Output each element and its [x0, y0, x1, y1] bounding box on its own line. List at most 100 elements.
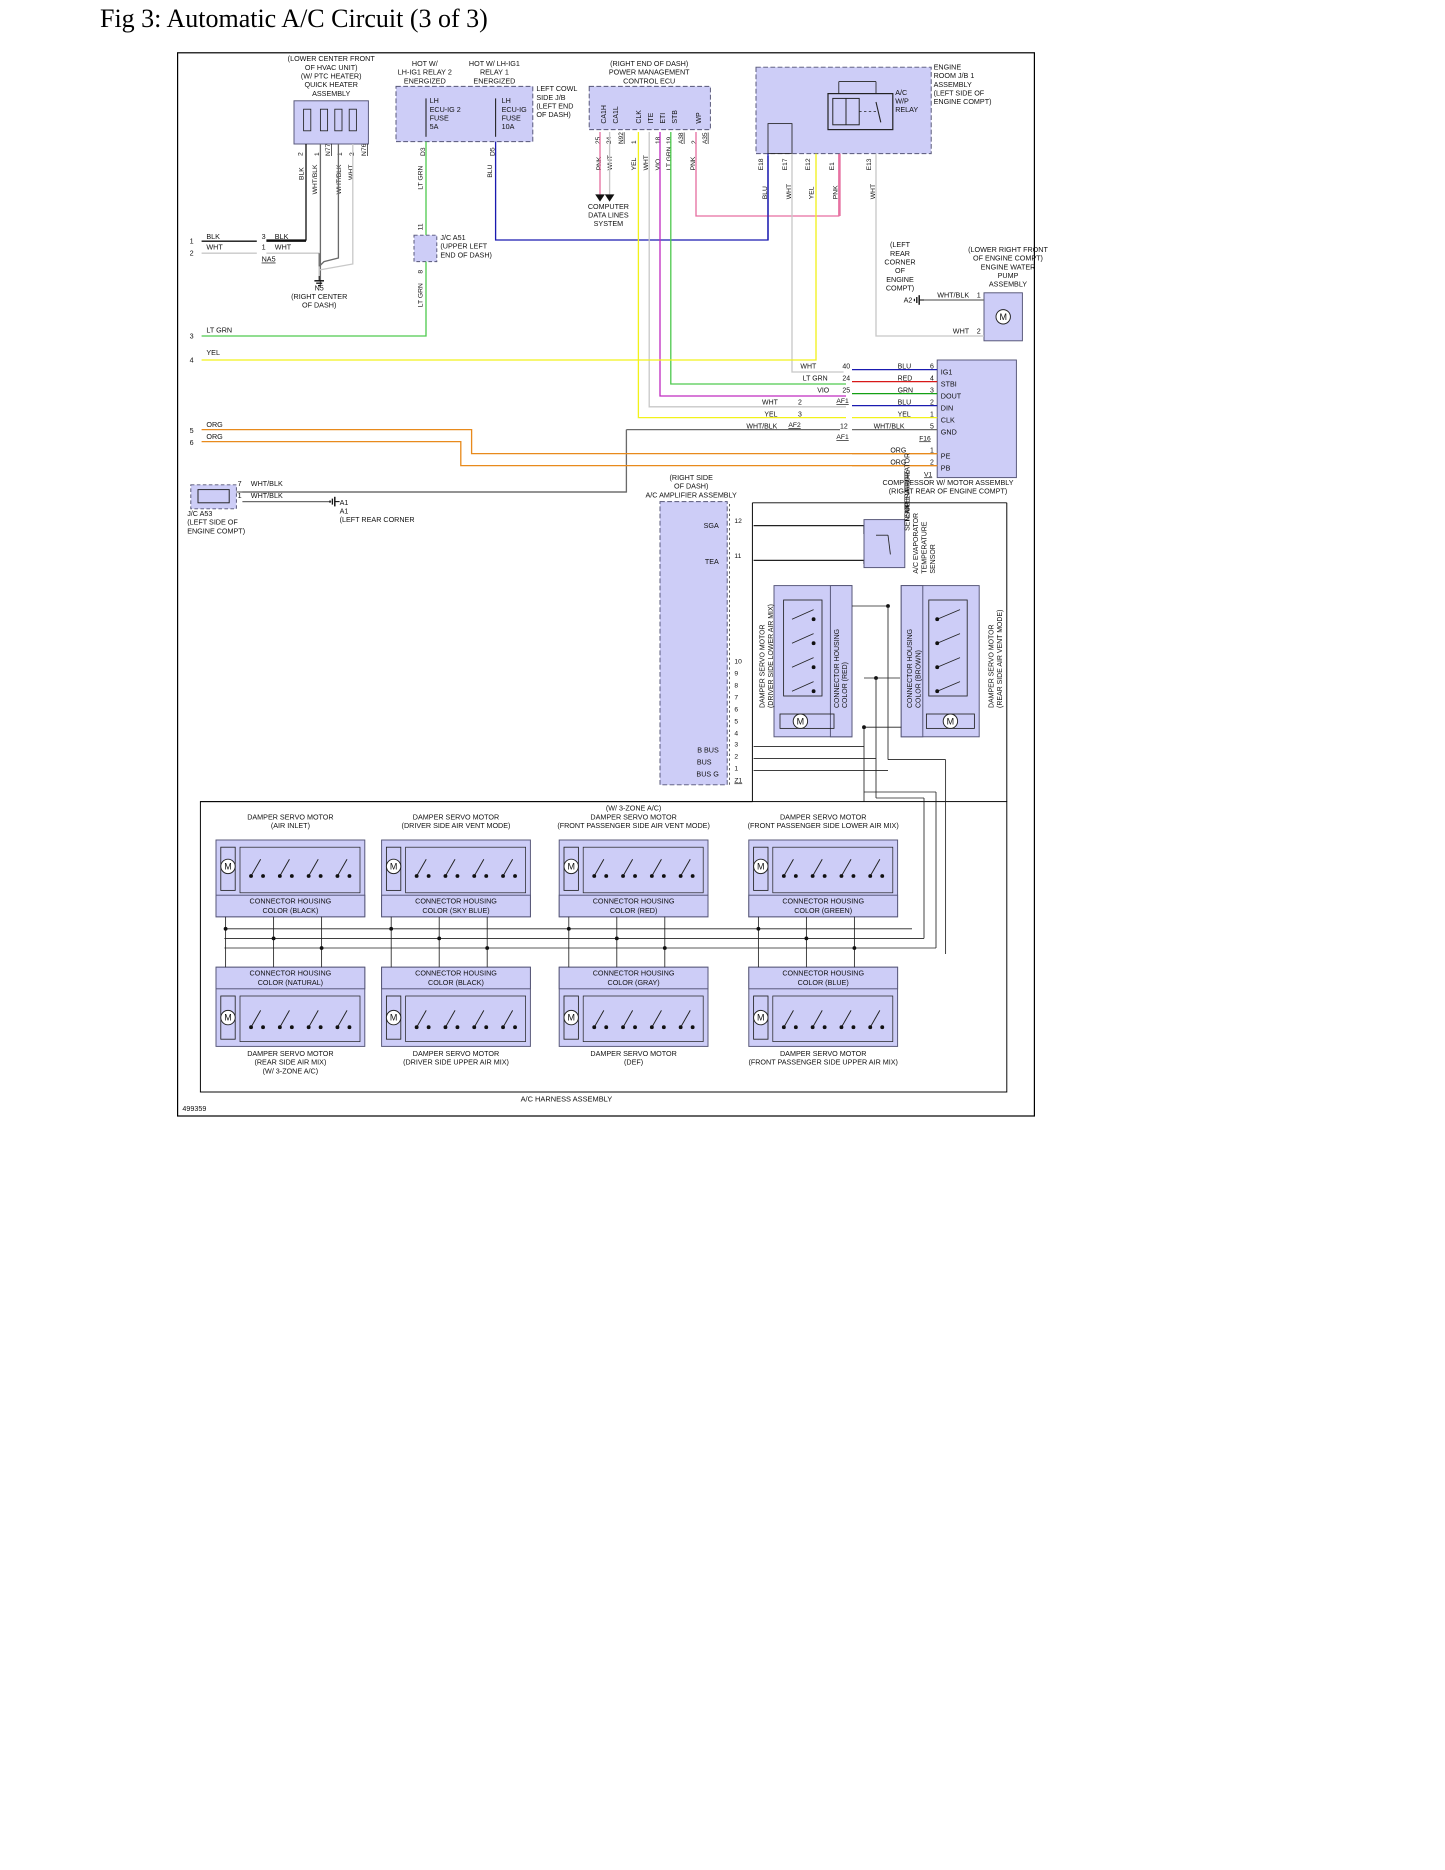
diagram-label: SENSOR [905, 502, 912, 531]
wire-label: WHT [953, 327, 970, 336]
jc-a51 [413, 234, 438, 263]
pin-label: 11 [734, 553, 741, 560]
diagram-label: (LOWER RIGHT FRONT [968, 245, 1048, 254]
diagram-label: ENGINE COMPT) [187, 526, 245, 535]
relay-switch [875, 101, 882, 123]
compressor-terminal: CLK [941, 415, 955, 424]
switch-pivot [678, 874, 683, 878]
servo-title: DAMPER SERVO MOTOR [780, 812, 866, 821]
diagram-label: ENERGIZED [404, 76, 446, 85]
diagram-label: W/P [895, 96, 909, 105]
wire-label: BLU [898, 363, 912, 370]
switch-pivot [306, 1025, 311, 1030]
pin-label: 40 [842, 363, 850, 370]
diagram-label: END OF DASH) [440, 250, 492, 259]
switch-point [289, 1025, 294, 1030]
pin-label: 6 [734, 707, 738, 714]
diagram-label: RELAY 1 [480, 68, 509, 77]
servo-caption: DAMPER SERVO MOTOR [759, 624, 766, 708]
amplifier-terminal: TEA [705, 557, 719, 566]
servo-title: DAMPER SERVO MOTOR [590, 812, 676, 821]
diagram-label: DATA LINES [588, 210, 629, 219]
amplifier-terminal: BUS G [696, 769, 719, 778]
switch-pivot [621, 1025, 625, 1030]
motor-icon [792, 713, 809, 729]
wire-label: RED [898, 375, 913, 382]
switch-pivot [592, 1025, 597, 1030]
diagram-label: POWER MANAGEMENT [609, 68, 690, 77]
servo-contacts [239, 846, 361, 894]
pin-label: A35 [702, 132, 709, 144]
switch-contact [869, 858, 881, 877]
diagram-label: REAR [890, 249, 910, 258]
servo-caption: CONNECTOR HOUSING [907, 629, 914, 708]
servo-title: (DEF) [624, 1058, 643, 1067]
pin-label: E13 [866, 158, 873, 170]
servo-title: (AIR INLET) [271, 821, 310, 830]
motor-icon [563, 1009, 579, 1026]
junction-dot [756, 926, 761, 931]
wire-label: PNK [833, 185, 840, 199]
junction-dot [485, 946, 490, 950]
switch-point [513, 874, 517, 878]
switch-point [455, 874, 460, 878]
compressor-terminal: PB [941, 463, 951, 472]
switch-point [261, 1025, 265, 1030]
diagram-id: 499359 [182, 1104, 206, 1113]
servo-title: DAMPER SERVO MOTOR [247, 812, 333, 821]
junction-dot [852, 946, 857, 950]
sensor-caption: TEMPERATURE [921, 521, 928, 573]
pin-label: D3 [420, 147, 427, 156]
pin-label: 6 [930, 363, 934, 370]
pin-label: 25 [842, 387, 850, 394]
ecu-terminal: CLK [636, 110, 643, 124]
switch-contact [308, 858, 319, 877]
diagram-label: 10A [502, 122, 515, 131]
motor-housing [779, 713, 835, 729]
diagram-label: A/C AMPLIFIER ASSEMBLY [646, 490, 738, 499]
connector-housing-bottom [748, 966, 899, 990]
compressor-terminal: DOUT [941, 391, 962, 400]
switch-contact [937, 609, 961, 620]
connector-housing-top [748, 894, 899, 918]
diagram-label: (LEFT SIDE OF [187, 518, 238, 527]
switch-pivot [781, 1025, 786, 1030]
switch-contact [937, 657, 961, 668]
switch-point [690, 1025, 695, 1030]
switch-contact [937, 633, 961, 644]
pin-label: E12 [805, 158, 812, 170]
sensor-thermistor [887, 535, 891, 555]
housing-label: COLOR (NATURAL) [258, 978, 323, 987]
switch-pivot [810, 1025, 815, 1030]
pin-label: 24 [842, 375, 850, 382]
wire-wht [791, 153, 844, 373]
wire-label: WHT [348, 165, 355, 180]
wire-label: LT GRN [417, 283, 424, 307]
diagram-label: HOT W/ LH-IG1 [469, 59, 520, 68]
servo-title: DAMPER SERVO MOTOR [413, 1049, 499, 1058]
diagram-label: ASSEMBLY [312, 89, 350, 98]
motor-icon [995, 309, 1011, 325]
wire-label: GRN [898, 387, 913, 394]
switch-pivot [414, 874, 419, 878]
motor-icon-label: M [224, 862, 232, 872]
pin-label: 3 [734, 741, 738, 748]
servo-contacts [405, 846, 526, 894]
switch-pivot [868, 874, 873, 878]
diagram-label: ECU-IG 2 [430, 105, 461, 114]
diagram-label: ECU-IG [502, 105, 528, 114]
motor-icon-label: M [947, 716, 955, 726]
servo-title: (FRONT PASSENGER SIDE LOWER AIR MIX) [748, 821, 899, 830]
diagram-label: A/C EVAPORATOR [905, 453, 912, 514]
wire-blu [494, 141, 769, 241]
pin-label: 2 [691, 140, 698, 144]
diagram-label: ASSEMBLY [989, 280, 1027, 289]
pin-label: 3 [930, 387, 934, 394]
wire-label: WHT [870, 184, 877, 199]
servo-contacts [582, 846, 704, 894]
junction-dot [271, 936, 276, 941]
diagram-label: N5 [315, 283, 324, 292]
servo-contacts [783, 599, 823, 697]
switch-point [261, 874, 265, 878]
wire-label: BLU [762, 186, 769, 199]
